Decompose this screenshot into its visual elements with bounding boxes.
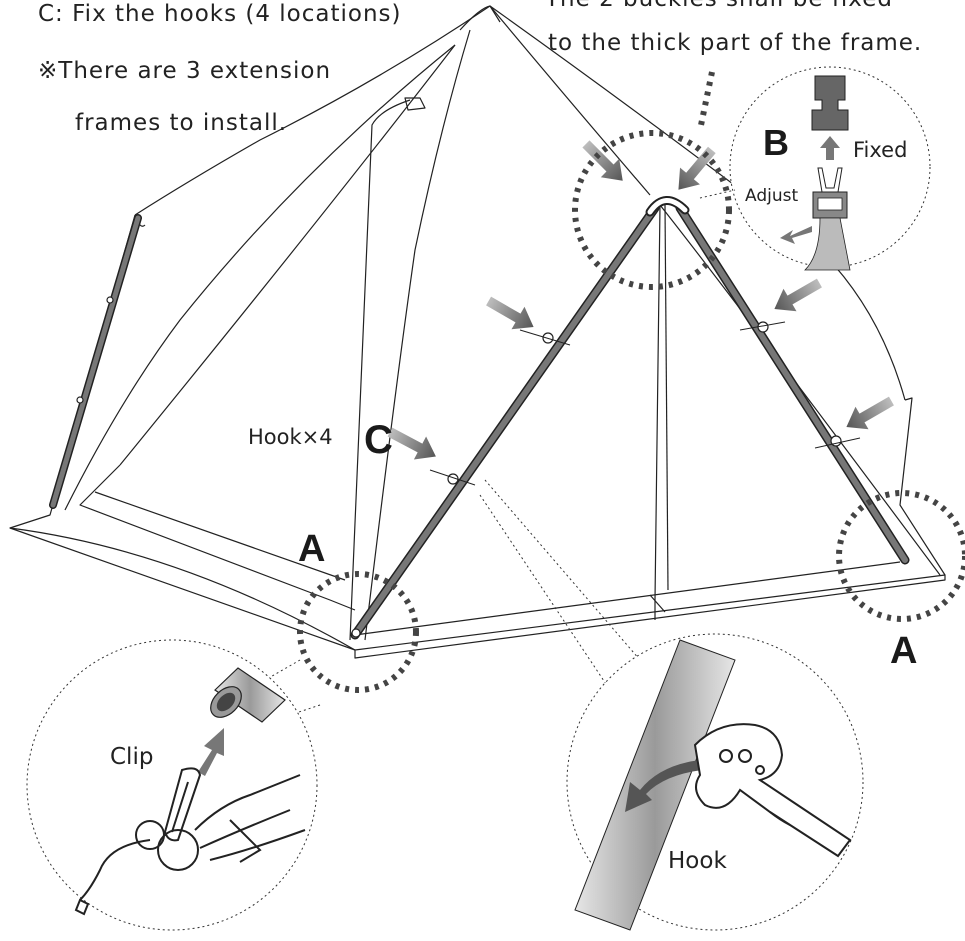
hook-count-label: Hook×4 — [248, 425, 333, 449]
marker-a-left: A — [298, 528, 326, 570]
hook-instruction: C: Fix the hooks (4 locations) — [38, 1, 402, 27]
hook-ties — [429, 321, 861, 486]
buckle-icon — [780, 75, 851, 271]
clip-icon — [74, 767, 306, 916]
callout-leader — [697, 71, 715, 131]
buckle-detail — [699, 66, 931, 271]
clip-detail — [26, 639, 321, 931]
adjust-label: Adjust — [745, 186, 799, 206]
pole-joints — [76, 296, 842, 638]
hook-icon — [693, 723, 852, 858]
marker-c: C — [364, 418, 393, 462]
callout-circles — [297, 130, 965, 693]
marker-a-right: A — [890, 630, 918, 672]
extension-note-line1: ※There are 3 extension — [38, 58, 332, 84]
hook-detail — [479, 479, 864, 931]
hook-label: Hook — [668, 848, 727, 874]
pole-tube-icon — [210, 667, 286, 723]
extension-note-line2: frames to install. — [75, 110, 288, 136]
clip-label: Clip — [110, 744, 154, 770]
marker-b: B — [763, 122, 789, 163]
buckle-note-line2: to the thick part of the frame. — [548, 30, 923, 56]
buckle-note-line1: The 2 buckles shall be fixed — [545, 0, 893, 12]
arrow-icon — [625, 760, 702, 812]
arrow-icon — [198, 728, 224, 776]
tent-body — [9, 5, 946, 659]
fixed-label: Fixed — [853, 138, 908, 162]
